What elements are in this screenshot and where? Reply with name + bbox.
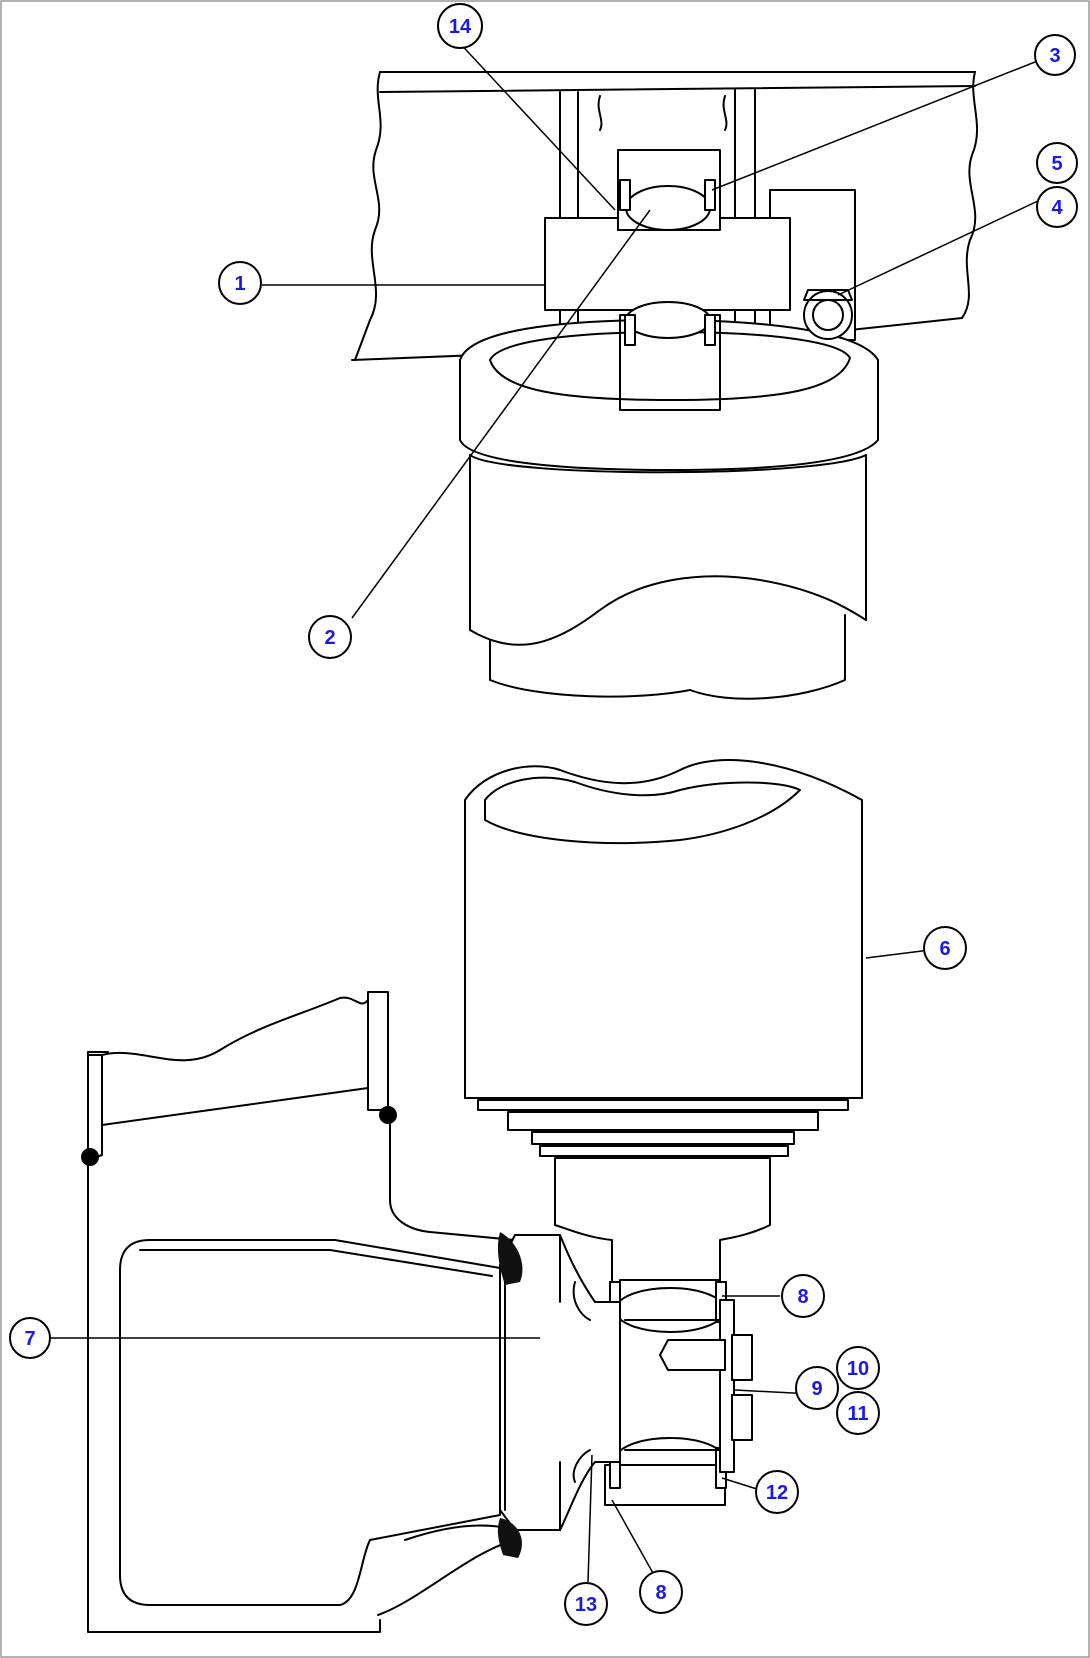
callout-11: 11 xyxy=(836,1391,880,1435)
callout-label: 8 xyxy=(655,1582,666,1604)
callout-label: 11 xyxy=(847,1403,868,1425)
callout-label: 6 xyxy=(939,938,950,960)
callout-13: 13 xyxy=(564,1582,608,1626)
callout-4: 4 xyxy=(1036,186,1078,228)
callout-label: 1 xyxy=(234,273,245,295)
upper-cylinder xyxy=(459,319,879,700)
mount-bracket xyxy=(81,991,721,1633)
callout-label: 3 xyxy=(1049,45,1060,67)
leader-lines xyxy=(50,37,1041,1583)
callout-3: 3 xyxy=(1034,34,1076,76)
callout-2: 2 xyxy=(308,615,352,659)
callout-5: 5 xyxy=(1036,142,1078,184)
callout-label: 10 xyxy=(847,1358,869,1380)
callout-12: 12 xyxy=(755,1470,799,1514)
callout-7: 7 xyxy=(9,1317,51,1359)
callout-1: 1 xyxy=(218,261,262,305)
cylinder-barrel xyxy=(464,759,863,1291)
grease-fitting xyxy=(803,289,853,340)
rod-eye-pin xyxy=(604,1279,753,1506)
callout-label: 13 xyxy=(575,1594,597,1616)
callout-8-upper: 8 xyxy=(781,1274,825,1318)
callout-label: 7 xyxy=(24,1328,35,1350)
callout-label: 9 xyxy=(811,1378,822,1400)
callout-9: 9 xyxy=(795,1366,839,1410)
callout-label: 5 xyxy=(1051,153,1062,175)
callout-label: 8 xyxy=(797,1286,808,1308)
clevis-block xyxy=(544,149,791,411)
callout-6: 6 xyxy=(923,926,967,970)
callout-label: 4 xyxy=(1051,197,1063,219)
callout-14: 14 xyxy=(437,3,483,49)
callout-8-lower: 8 xyxy=(639,1570,683,1614)
callout-label: 12 xyxy=(766,1482,788,1504)
callout-label: 14 xyxy=(449,16,472,38)
callout-10: 10 xyxy=(836,1346,880,1390)
callout-label: 2 xyxy=(324,627,335,649)
